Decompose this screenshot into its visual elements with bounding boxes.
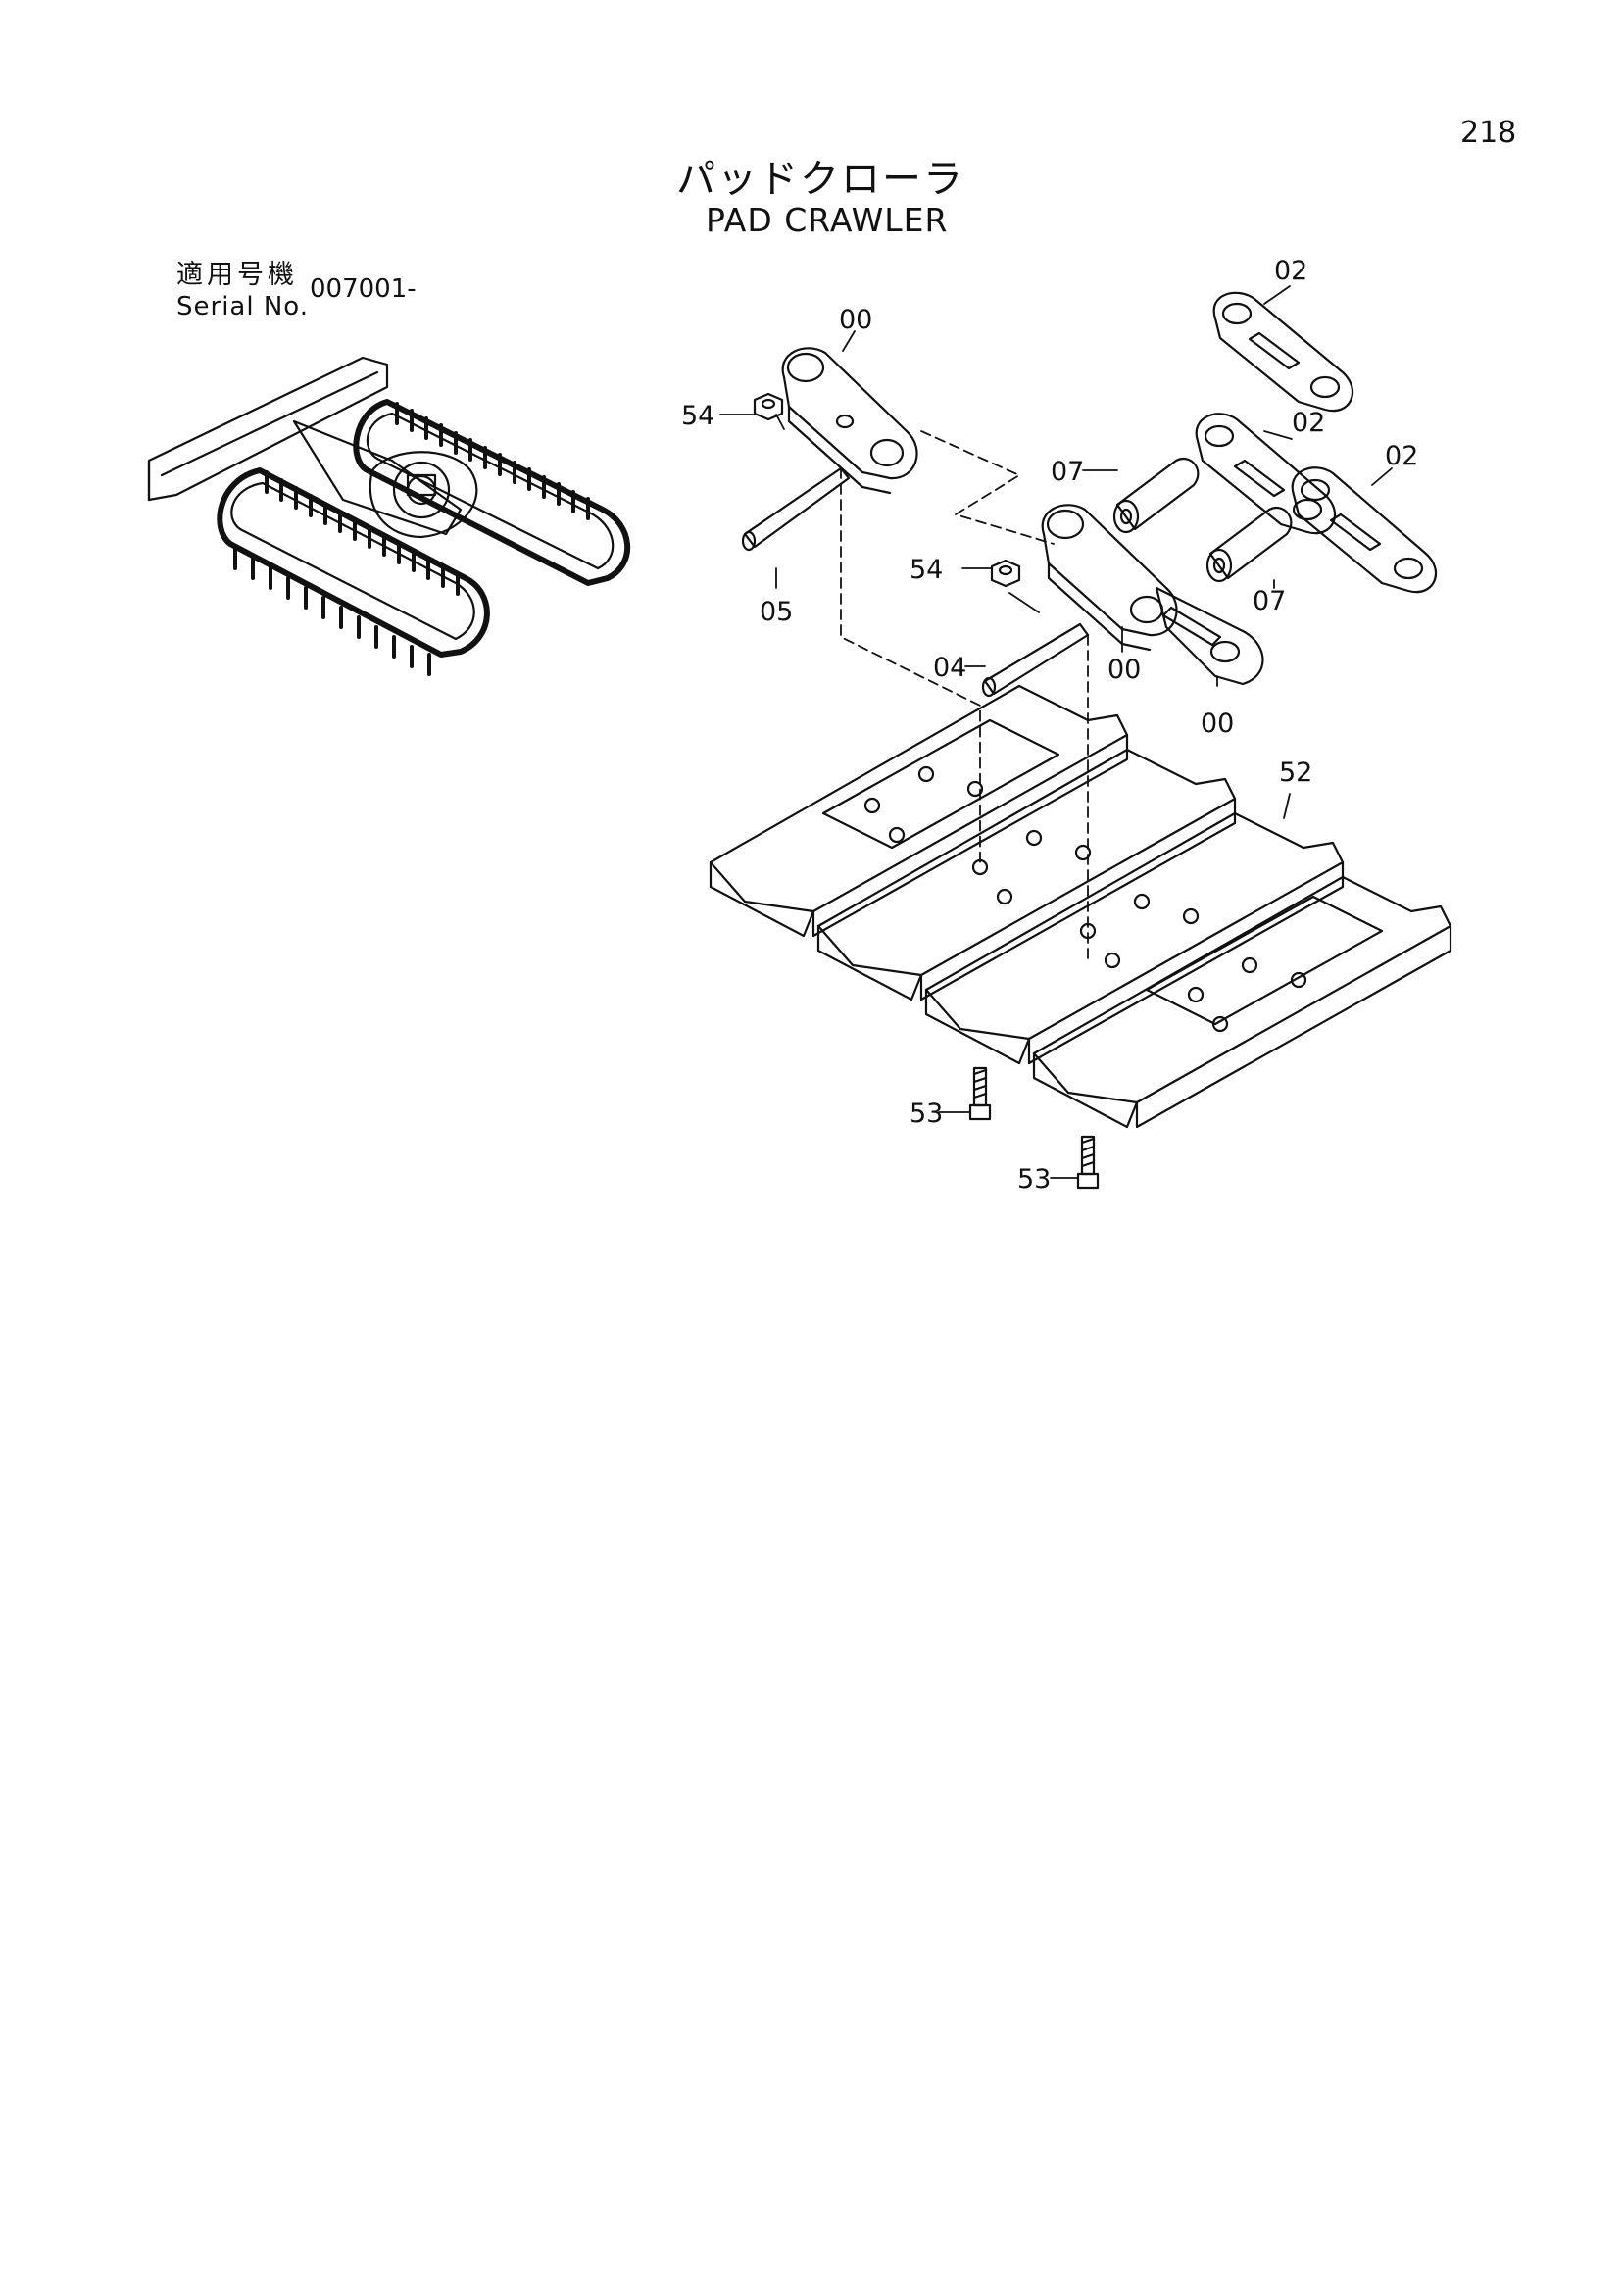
callout-bolt-right: 53 — [1017, 1164, 1051, 1195]
track-link-upper — [781, 347, 918, 495]
callout-track-shoe: 52 — [1279, 757, 1312, 788]
callout-bushing-lower: 07 — [1253, 586, 1286, 616]
page-title-japanese: パッドクローラ — [676, 157, 964, 202]
callout-link-02-top: 02 — [1274, 256, 1307, 286]
callout-bushing-upper: 07 — [1051, 457, 1084, 487]
page-title-english: PAD CRAWLER — [706, 201, 949, 239]
callout-link-02-middle: 02 — [1292, 408, 1325, 438]
callout-nut-upper: 54 — [681, 401, 714, 431]
bolt-53-left — [968, 1066, 992, 1121]
callout-nut-middle: 54 — [910, 555, 943, 585]
callout-link-02-lower: 02 — [1385, 441, 1418, 471]
callout-bolt-left: 53 — [910, 1099, 943, 1129]
callout-link-upper: 00 — [839, 305, 872, 335]
serial-label-japanese: 適用号機 — [176, 260, 298, 290]
pin-05 — [741, 466, 851, 552]
callout-pin-05: 05 — [760, 597, 793, 627]
track-link-lower — [1155, 586, 1264, 686]
leader-lines — [719, 285, 1393, 1179]
callout-pin-04: 04 — [933, 653, 966, 683]
track-link-02-middle — [1195, 413, 1336, 535]
pin-04 — [981, 622, 1090, 698]
callout-link-lower: 00 — [1201, 708, 1234, 739]
bushing-07-lower — [1205, 507, 1293, 583]
track-link-02-top — [1212, 291, 1353, 413]
undercarriage-overview-illustration — [147, 356, 631, 676]
track-shoe-3 — [924, 811, 1345, 1065]
bolt-53-right — [1076, 1135, 1100, 1190]
track-shoe-1 — [709, 684, 1129, 938]
serial-number-value: 007001- — [310, 274, 417, 304]
callout-link-middle: 00 — [1107, 655, 1141, 685]
track-link-middle — [1041, 504, 1178, 652]
bushing-07-upper — [1112, 458, 1200, 534]
nut-middle — [990, 559, 1021, 588]
page-number: 218 — [1460, 116, 1517, 150]
callout-labels: 00 02 02 02 54 05 07 54 07 04 00 00 52 5… — [681, 256, 1418, 1195]
nut-upper — [753, 392, 784, 421]
serial-label-english: Serial No. — [176, 292, 309, 321]
track-shoe-4 — [1032, 875, 1452, 1129]
track-shoe-2 — [816, 748, 1237, 1001]
track-link-02-lower — [1291, 466, 1437, 594]
